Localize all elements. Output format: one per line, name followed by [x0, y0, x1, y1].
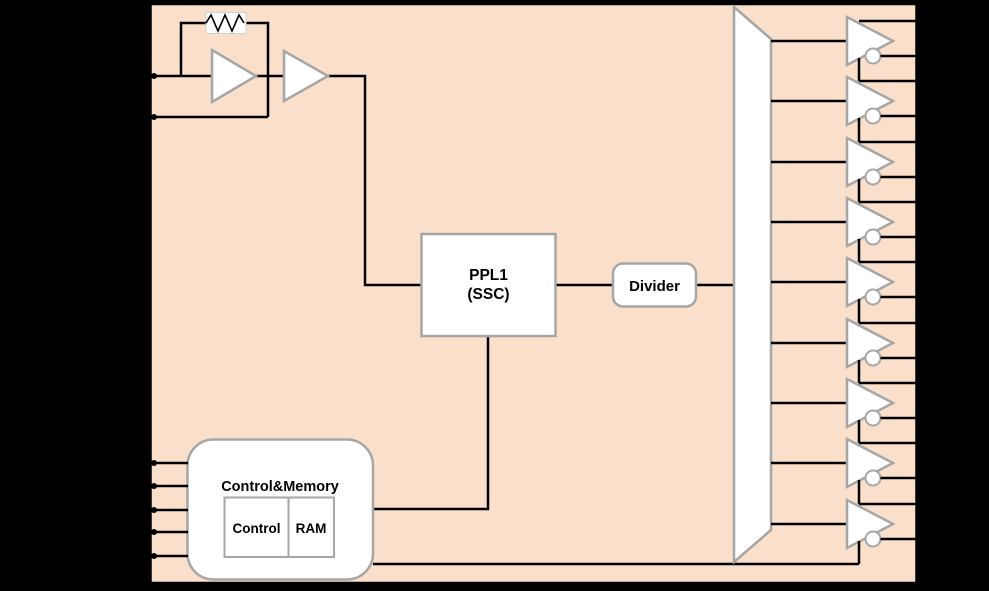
feedback-resistor-icon — [205, 12, 247, 34]
pin-dot — [151, 73, 157, 79]
crystal-osc-section — [150, 21, 421, 287]
feedback-wire — [179, 21, 206, 76]
pll-control-wire — [373, 336, 490, 511]
inverter-bubble-icon — [864, 228, 882, 246]
inverter-bubble-icon — [864, 469, 882, 487]
output-pin-dot — [918, 474, 926, 482]
output-buffer-channel — [771, 74, 926, 142]
output-pin-dot — [918, 319, 926, 327]
control-memory-block: Control&Memory Control RAM — [186, 438, 375, 581]
output-pin-dot — [918, 138, 926, 146]
osc-buffer-icon — [282, 48, 331, 104]
inverter-bubble-icon — [864, 409, 882, 427]
inverter-bubble-icon — [864, 530, 882, 548]
control-memory-title: Control&Memory — [221, 479, 339, 495]
output-buffers — [771, 14, 926, 564]
output-pin-dot — [918, 173, 926, 181]
output-buffer-channel — [771, 497, 926, 564]
output-pin-dot — [918, 198, 926, 206]
pin-dot — [151, 114, 157, 120]
ram-subblock-label: RAM — [296, 521, 327, 536]
osc-amp-icon — [210, 47, 259, 105]
pin-dot — [151, 529, 157, 535]
inverter-bubble-icon — [864, 288, 882, 306]
output-pin-dot — [918, 293, 926, 301]
divider-block: Divider — [611, 262, 698, 308]
control-subblock-label: Control — [233, 521, 281, 536]
output-pin-dot — [918, 52, 926, 60]
output-pin-dot — [918, 535, 926, 543]
pin-dot — [151, 460, 157, 466]
pll-block: PPL1 (SSC) — [420, 232, 557, 338]
pin-dot — [151, 507, 157, 513]
feedback-wire — [246, 21, 270, 117]
output-pin-dot — [918, 17, 926, 25]
control-subblock: Control — [223, 496, 290, 558]
output-pin-dot — [918, 500, 926, 508]
output-buffer-channel — [771, 255, 926, 323]
pll-label-line2: (SSC) — [467, 286, 509, 303]
output-buffer-channel — [771, 376, 926, 443]
divider-label: Divider — [629, 278, 680, 295]
pin-dot — [151, 553, 157, 559]
output-pin-dot — [918, 233, 926, 241]
output-buffer-channel — [771, 14, 926, 81]
output-pin-dot — [918, 379, 926, 387]
pin-dot — [151, 483, 157, 489]
fanout-mux-shape — [732, 4, 773, 565]
pll-label-line1: PPL1 — [469, 267, 508, 284]
control-input-pins — [150, 460, 188, 559]
output-pin-dot — [918, 439, 926, 447]
inverter-bubble-icon — [864, 107, 882, 125]
inverter-bubble-icon — [864, 168, 882, 186]
inverter-bubble-icon — [864, 47, 882, 65]
output-pin-dot — [918, 354, 926, 362]
output-pin-dot — [918, 112, 926, 120]
output-buffer-channel — [771, 436, 926, 504]
output-pin-dot — [918, 77, 926, 85]
output-buffer-channel — [771, 195, 926, 262]
osc-to-pll-wire — [328, 74, 421, 287]
output-pin-dot — [918, 414, 926, 422]
ram-subblock: RAM — [287, 496, 335, 558]
output-pin-dot — [918, 258, 926, 266]
inverter-bubble-icon — [864, 349, 882, 367]
output-buffer-channel — [771, 316, 926, 383]
output-buffer-channel — [771, 135, 926, 202]
